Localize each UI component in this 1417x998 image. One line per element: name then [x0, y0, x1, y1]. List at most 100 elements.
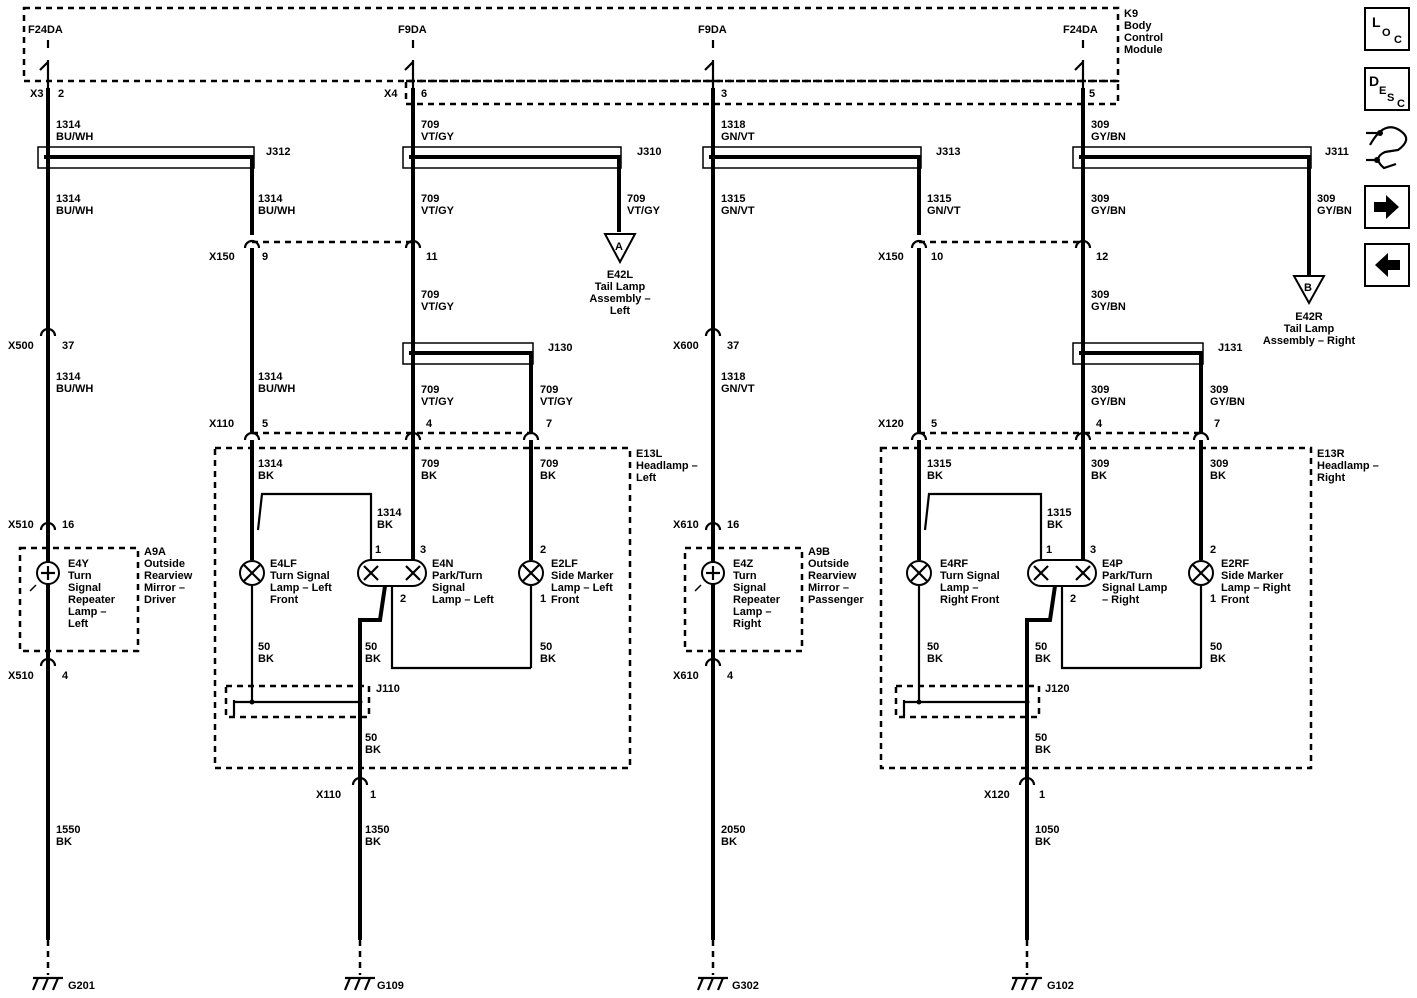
wire-color: GN/VT — [721, 131, 755, 143]
mirror-right-assembly: X610 16 E4Z Turn Signal Repeater Lamp – … — [673, 519, 864, 682]
wire-circuit: 309 — [1091, 193, 1109, 205]
svg-text:Lamp –: Lamp – — [733, 606, 772, 618]
svg-text:50: 50 — [365, 732, 377, 744]
svg-text:50: 50 — [365, 641, 377, 653]
svg-text:1314: 1314 — [258, 371, 283, 383]
svg-text:4: 4 — [1096, 418, 1103, 430]
svg-text:BU/WH: BU/WH — [56, 383, 93, 395]
svg-text:Left: Left — [610, 305, 631, 317]
lamp-e4lf — [239, 560, 265, 586]
svg-text:C: C — [1394, 34, 1402, 46]
svg-text:Park/Turn: Park/Turn — [1102, 570, 1153, 582]
module-name-line-3: Control — [1124, 32, 1163, 44]
svg-text:709: 709 — [421, 458, 439, 470]
description-button[interactable]: D E S C — [1364, 67, 1410, 111]
svg-text:2: 2 — [1070, 593, 1076, 605]
svg-text:1550: 1550 — [56, 824, 80, 836]
svg-text:7: 7 — [546, 418, 552, 430]
svg-text:1: 1 — [1210, 593, 1216, 605]
svg-text:Turn: Turn — [68, 570, 92, 582]
svg-text:X150: X150 — [878, 251, 904, 263]
svg-text:Lamp – Left: Lamp – Left — [551, 582, 613, 594]
ground-g102: G102 — [1010, 940, 1074, 992]
svg-text:A9A: A9A — [144, 546, 166, 558]
svg-text:5: 5 — [931, 418, 937, 430]
inline-connector-x500: X500 37 1314 BU/WH — [8, 327, 93, 395]
svg-text:X610: X610 — [673, 670, 699, 682]
svg-text:50: 50 — [1210, 641, 1222, 653]
module-name-line-1: K9 — [1124, 8, 1138, 20]
svg-text:BK: BK — [421, 470, 437, 482]
svg-text:10: 10 — [931, 251, 943, 263]
svg-text:309: 309 — [1091, 384, 1109, 396]
svg-text:X610: X610 — [673, 519, 699, 531]
wire-circuit: 709 — [421, 193, 439, 205]
svg-text:X510: X510 — [8, 519, 34, 531]
svg-text:BK: BK — [258, 470, 274, 482]
svg-text:VT/GY: VT/GY — [540, 396, 574, 408]
svg-text:50: 50 — [1035, 641, 1047, 653]
svg-text:F24DA: F24DA — [28, 24, 63, 36]
svg-text:Outside: Outside — [144, 558, 185, 570]
svg-text:1314: 1314 — [56, 371, 81, 383]
wire-color: VT/GY — [627, 205, 661, 217]
svg-text:E42L: E42L — [607, 269, 634, 281]
connector-icon[interactable] — [1366, 126, 1408, 170]
svg-text:Turn Signal: Turn Signal — [940, 570, 1000, 582]
svg-text:BK: BK — [540, 470, 556, 482]
wire-circuit: 1314 — [56, 193, 81, 205]
svg-text:Headlamp –: Headlamp – — [1317, 460, 1379, 472]
svg-text:E4Y: E4Y — [68, 558, 89, 570]
offpage-connector-a: A E42L Tail Lamp Assembly – Left — [589, 233, 651, 317]
svg-text:Signal: Signal — [733, 582, 766, 594]
svg-text:A: A — [615, 241, 623, 253]
svg-text:309: 309 — [1210, 458, 1228, 470]
svg-text:4: 4 — [727, 670, 734, 682]
svg-text:E2RF: E2RF — [1221, 558, 1249, 570]
svg-text:Signal: Signal — [432, 582, 465, 594]
svg-text:– Right: – Right — [1102, 594, 1140, 606]
wire-circuit: 1314 — [258, 193, 283, 205]
mirror-left-outline — [18, 546, 140, 653]
svg-text:16: 16 — [727, 519, 739, 531]
svg-text:X510: X510 — [8, 670, 34, 682]
svg-text:Driver: Driver — [144, 594, 177, 606]
svg-text:Park/Turn: Park/Turn — [432, 570, 483, 582]
arrow-right-icon[interactable] — [1364, 185, 1410, 229]
svg-text:Right: Right — [1317, 472, 1345, 484]
svg-text:709: 709 — [540, 458, 558, 470]
arrow-left-icon[interactable] — [1364, 243, 1410, 287]
svg-text:3: 3 — [420, 544, 426, 556]
svg-text:3: 3 — [1090, 544, 1096, 556]
location-button[interactable]: L O C — [1364, 7, 1410, 51]
svg-text:709: 709 — [540, 384, 558, 396]
ground-label: G201 — [68, 980, 95, 992]
svg-text:Repeater: Repeater — [733, 594, 781, 606]
svg-text:4: 4 — [426, 418, 433, 430]
mirror-left-assembly: X510 16 E4Y Turn Signal Repeater Lamp – … — [8, 519, 193, 682]
svg-text:1314: 1314 — [258, 458, 283, 470]
svg-text:E2LF: E2LF — [551, 558, 578, 570]
svg-text:Lamp – Left: Lamp – Left — [432, 594, 494, 606]
svg-text:1: 1 — [1046, 544, 1052, 556]
pin-label: 3 — [721, 88, 727, 100]
svg-text:Front: Front — [551, 594, 579, 606]
splice-pack-j130: J130 1314 BU/WH 709 VT/GY 709 VT/GY — [258, 342, 574, 433]
pin-label: 2 — [58, 88, 64, 100]
lamp-e4n — [357, 559, 427, 587]
svg-text:BK: BK — [258, 653, 274, 665]
wire-color: GN/VT — [721, 205, 755, 217]
svg-text:D: D — [1369, 73, 1379, 89]
svg-text:X110: X110 — [316, 789, 341, 801]
wire-circuit: 1315 — [927, 193, 951, 205]
wire-color: GY/BN — [1091, 301, 1126, 313]
lamp-e4p — [1027, 559, 1097, 587]
svg-text:1315: 1315 — [1047, 507, 1071, 519]
svg-text:11: 11 — [426, 251, 438, 263]
svg-text:X120: X120 — [878, 418, 904, 430]
svg-text:Lamp –: Lamp – — [68, 606, 107, 618]
connector-x3-label: X3 — [30, 88, 43, 100]
wire-circuit: 709 — [421, 289, 439, 301]
svg-text:F24DA: F24DA — [1063, 24, 1098, 36]
